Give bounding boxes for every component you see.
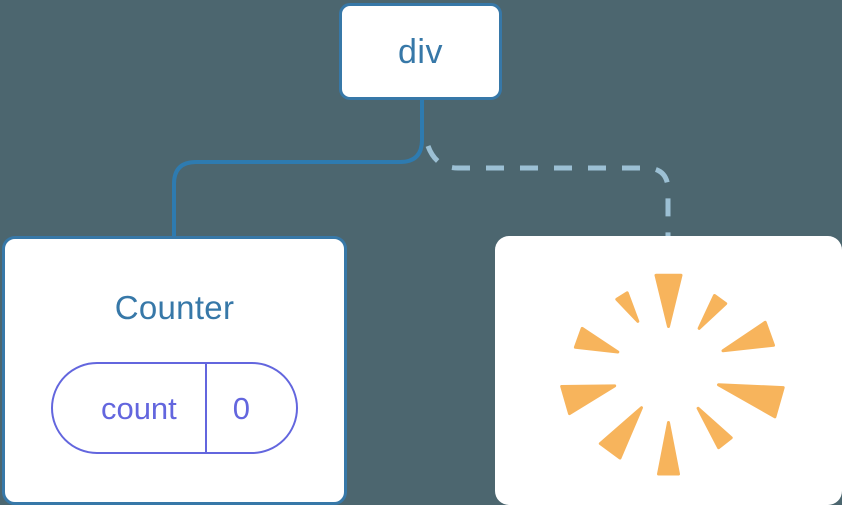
burst-ray-10: [615, 291, 640, 323]
burst-ray-7: [598, 406, 643, 460]
burst-ray-3: [721, 320, 775, 353]
burst-ray-8: [560, 384, 617, 416]
state-value: 0: [204, 364, 296, 452]
burst-ray-6: [657, 421, 680, 476]
state-badge-count[interactable]: count 0: [50, 362, 299, 454]
burst-ray-2: [697, 294, 728, 330]
render-burst-icon: [560, 273, 785, 476]
state-key: count: [100, 390, 177, 426]
burst-ray-9: [573, 326, 620, 354]
node-counter-title: Counter: [114, 289, 235, 326]
node-div-label: div: [398, 32, 443, 71]
burst-ray-5: [696, 406, 733, 450]
burst-ray-4: [717, 383, 785, 419]
node-div[interactable]: div: [339, 3, 502, 100]
edge-div-to-counter: [172, 100, 424, 236]
edge-div-to-burst: [425, 145, 671, 236]
burst-ray-1: [654, 273, 683, 328]
node-render-burst[interactable]: [495, 236, 842, 505]
node-counter[interactable]: Counter count 0: [2, 236, 347, 505]
